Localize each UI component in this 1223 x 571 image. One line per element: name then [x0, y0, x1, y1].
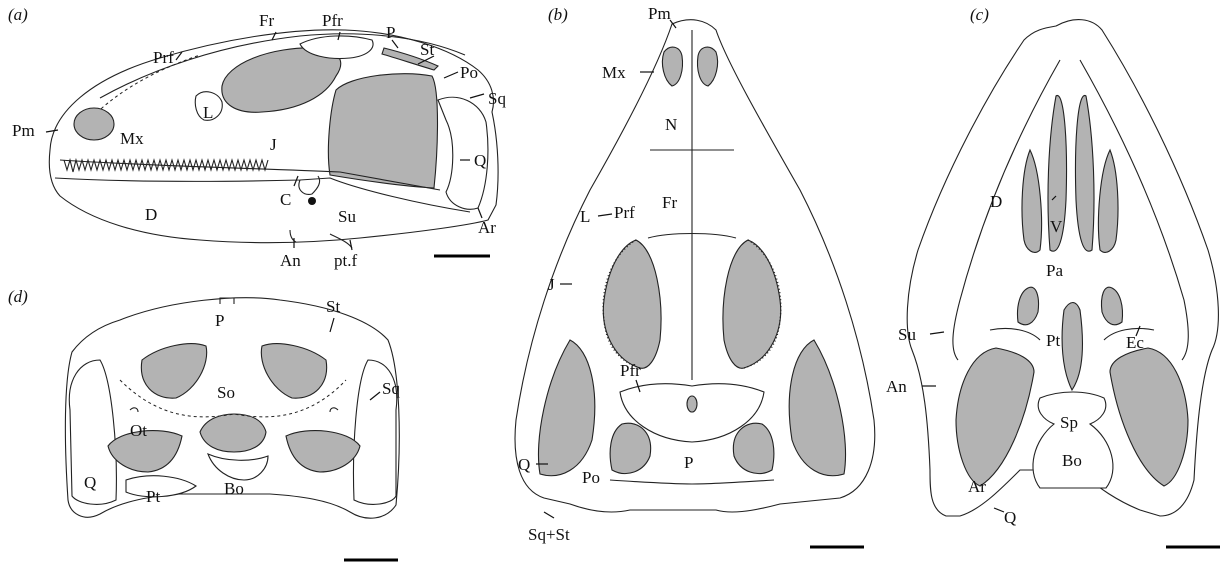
label-j: J — [270, 135, 277, 154]
panel-a-lateral-view: (a) — [8, 5, 506, 270]
label-q: Q — [1004, 508, 1016, 527]
label-q: Q — [84, 473, 96, 492]
label-bo: Bo — [1062, 451, 1082, 470]
label-su: Su — [898, 325, 916, 344]
panel-d-label: (d) — [8, 287, 28, 306]
label-sq: Sq — [382, 379, 400, 398]
label-l: L — [580, 207, 590, 226]
panel-a-label: (a) — [8, 5, 28, 24]
label-bo: Bo — [224, 479, 244, 498]
label-pt: Pt — [1046, 331, 1060, 350]
label-sqst: Sq+St — [528, 525, 570, 544]
label-ptf: pt.f — [334, 251, 357, 270]
panel-d-occipital-view: (d) P St Sq So Ot Q Bo Pt — [8, 287, 400, 560]
label-ot: Ot — [130, 421, 147, 440]
label-sq: Sq — [488, 89, 506, 108]
label-mx: Mx — [120, 129, 144, 148]
panel-b-label: (b) — [548, 5, 568, 24]
label-po: Po — [460, 63, 478, 82]
basisphenoid-basioccipital — [1033, 392, 1113, 488]
label-so: So — [217, 383, 235, 402]
label-p: P — [215, 311, 224, 330]
label-c: C — [280, 190, 291, 209]
label-l: L — [203, 103, 213, 122]
label-an: An — [886, 377, 907, 396]
label-pa: Pa — [1046, 261, 1063, 280]
label-p: P — [386, 23, 395, 42]
label-an: An — [280, 251, 301, 270]
label-p: P — [684, 453, 693, 472]
label-pfr: Pfr — [620, 361, 641, 380]
panel-c-ventral-view: (c) D V Pa Su Pt Ec An Sp Bo Ar Q — [886, 5, 1220, 547]
label-d: D — [990, 192, 1002, 211]
label-pfr: Pfr — [322, 11, 343, 30]
label-st: St — [326, 297, 340, 316]
label-mx: Mx — [602, 63, 626, 82]
label-st: St — [420, 40, 434, 59]
label-v: V — [1050, 217, 1063, 236]
label-n: N — [665, 115, 677, 134]
label-ar: Ar — [478, 218, 496, 237]
panel-c-label: (c) — [970, 5, 989, 24]
label-q: Q — [518, 455, 530, 474]
external-naris — [74, 108, 114, 140]
mandibular-foramen — [308, 197, 316, 205]
label-sp: Sp — [1060, 413, 1078, 432]
temporal-fenestra — [328, 74, 437, 188]
label-d: D — [145, 205, 157, 224]
label-j: J — [548, 275, 555, 294]
label-ec: Ec — [1126, 333, 1144, 352]
label-fr: Fr — [259, 11, 274, 30]
pineal-foramen — [687, 396, 697, 412]
panel-b-dorsal-view: (b) Pm Mx N L Prf Fr J — [515, 4, 875, 547]
label-prf: Prf — [153, 48, 174, 67]
label-fr: Fr — [662, 193, 677, 212]
label-pm: Pm — [648, 4, 671, 23]
label-pt: Pt — [146, 487, 160, 506]
label-pm: Pm — [12, 121, 35, 140]
label-ar: Ar — [968, 477, 986, 496]
label-po: Po — [582, 468, 600, 487]
label-su: Su — [338, 207, 356, 226]
label-q: Q — [474, 151, 486, 170]
label-prf: Prf — [614, 203, 635, 222]
